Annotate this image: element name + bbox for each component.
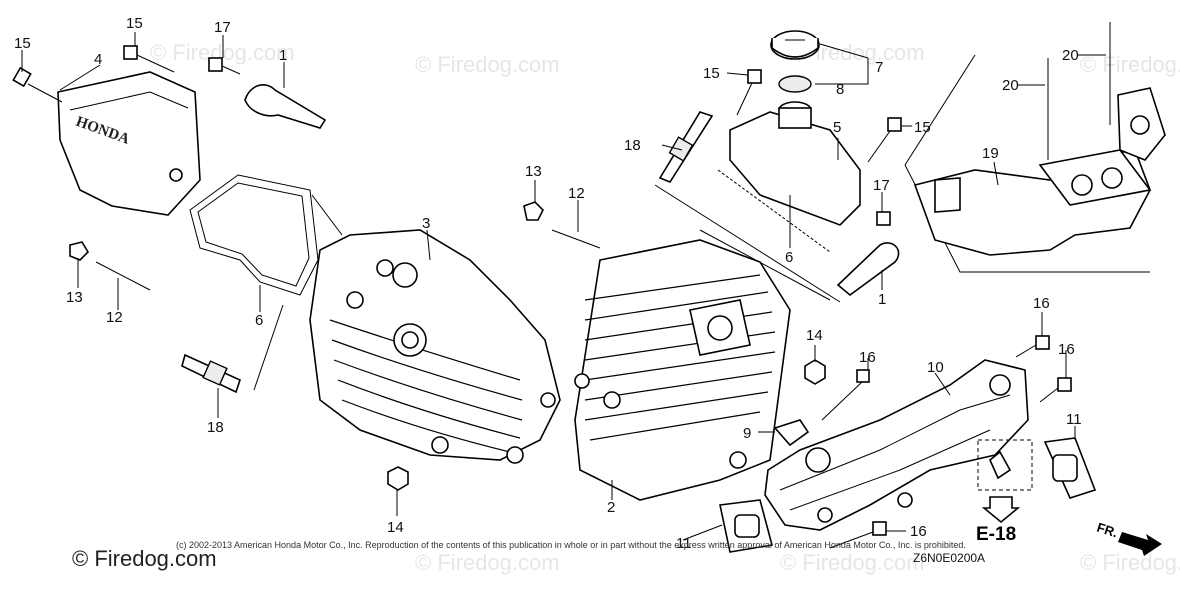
callout-16: 16 xyxy=(1058,341,1075,358)
callout-12: 12 xyxy=(106,309,123,326)
callout-15: 15 xyxy=(126,15,143,32)
callout-6: 6 xyxy=(255,312,263,329)
nut-14-mid xyxy=(804,359,826,385)
callout-12: 12 xyxy=(568,185,585,202)
reference-e18-label: E-18 xyxy=(976,524,1016,545)
bolt-16-d xyxy=(829,521,887,549)
stud-12-mid xyxy=(551,229,601,249)
copyright-notice: (c) 2002-2013 American Honda Motor Co., … xyxy=(176,540,966,550)
watermark-text: © Firedog.com xyxy=(1080,550,1180,575)
bolt-17-right xyxy=(876,211,891,226)
callout-11: 11 xyxy=(1066,411,1082,428)
callout-18: 18 xyxy=(207,419,224,436)
callout-19: 19 xyxy=(982,145,999,162)
bolt-16-c xyxy=(1039,377,1072,403)
watermark-text: © Firedog.com xyxy=(415,52,560,77)
callout-17: 17 xyxy=(214,19,231,36)
bolt-15-breather-right xyxy=(867,117,902,163)
callout-2: 2 xyxy=(607,499,615,516)
callout-5: 5 xyxy=(833,119,841,136)
part-10-intake-manifold xyxy=(764,359,1029,531)
callout-13: 13 xyxy=(525,163,542,180)
callout-20: 20 xyxy=(1002,77,1019,94)
diagram-code: Z6N0E0200A xyxy=(913,551,985,565)
callout-labels: 15 15 17 1 4 3 13 12 6 18 14 2 11 13 12 … xyxy=(14,15,1082,552)
part-6-gasket-left xyxy=(189,174,319,296)
callout-11: 11 xyxy=(676,535,692,552)
part-9-clip xyxy=(773,419,810,447)
e18-reference-box xyxy=(977,439,1033,524)
front-direction-arrow-icon xyxy=(1118,532,1162,556)
part-3-cylinder-head xyxy=(309,229,561,464)
bolt-16-b xyxy=(1015,335,1050,358)
firedog-brand-footer: © Firedog.com xyxy=(72,546,217,571)
nut-13-mid xyxy=(523,201,544,221)
watermark-text: © Firedog.com xyxy=(780,550,925,575)
callout-6: 6 xyxy=(785,249,793,266)
callout-16: 16 xyxy=(859,349,876,366)
bolt-17-left xyxy=(208,57,241,75)
part-4-head-cover: HONDA xyxy=(57,71,201,216)
callout-15: 15 xyxy=(14,35,31,52)
watermark-text: © Firedog.com xyxy=(415,550,560,575)
bolt-15-top xyxy=(123,45,175,73)
part-19-insulator xyxy=(904,54,1166,273)
part-1-bracket-right xyxy=(836,242,900,297)
part-2-cylinder xyxy=(574,239,791,501)
callout-15: 15 xyxy=(703,65,720,82)
bolt-16-a xyxy=(821,369,870,421)
part-5-breather-cover xyxy=(729,101,861,226)
callout-15: 15 xyxy=(914,119,931,136)
callout-4: 4 xyxy=(94,51,102,68)
callout-17: 17 xyxy=(873,177,890,194)
callout-18: 18 xyxy=(624,137,641,154)
callout-14: 14 xyxy=(387,519,404,536)
nut-14-left xyxy=(387,466,409,491)
bolt-15-breather-left xyxy=(736,69,762,116)
front-direction-label: FR. xyxy=(1095,520,1120,541)
part-6-gasket-right xyxy=(717,169,831,253)
part-11-gasket-lower xyxy=(719,499,773,553)
watermark-text: © Firedog.com xyxy=(1080,52,1180,77)
part-7-filler-cap xyxy=(770,30,820,60)
part-8-washer xyxy=(778,75,812,93)
callout-8: 8 xyxy=(836,81,844,98)
leader-lines xyxy=(21,32,1106,541)
part-11-gasket-right xyxy=(1043,437,1097,499)
watermark-layer: © Firedog.com © Firedog.com © Firedog.co… xyxy=(150,40,1180,575)
callout-20: 20 xyxy=(1062,47,1079,64)
part-1-bracket-left xyxy=(244,84,327,129)
callout-10: 10 xyxy=(927,359,944,376)
callout-16: 16 xyxy=(910,523,927,540)
callout-1: 1 xyxy=(878,291,886,308)
callout-3: 3 xyxy=(422,215,430,232)
callout-14: 14 xyxy=(806,327,823,344)
callout-1: 1 xyxy=(279,47,287,64)
callout-16: 16 xyxy=(1033,295,1050,312)
callout-9: 9 xyxy=(743,425,751,442)
callout-13: 13 xyxy=(66,289,83,306)
stud-12-left xyxy=(69,241,151,291)
spark-plug-18-right xyxy=(658,111,714,183)
spark-plug-18-left xyxy=(181,353,241,394)
bolt-15-left xyxy=(12,66,63,103)
callout-7: 7 xyxy=(875,59,883,76)
